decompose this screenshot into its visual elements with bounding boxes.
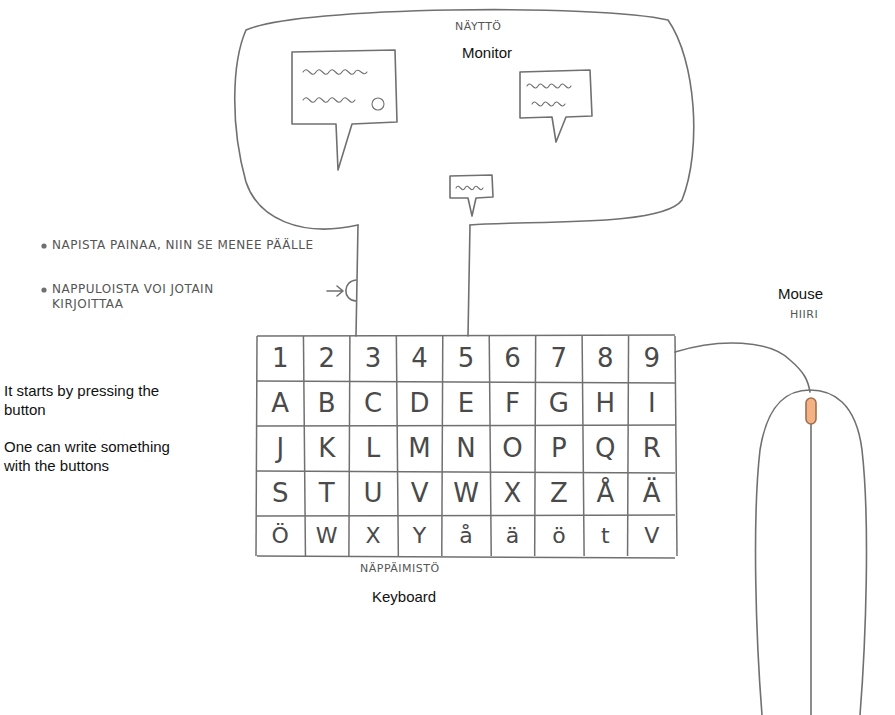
key-label: D [397,383,441,424]
key-label: J [258,428,302,469]
key-label: 7 [537,338,581,379]
key-label: T [304,473,348,514]
bullet [42,288,46,292]
keyboard-line [257,515,675,516]
part-name: NÄPPÄIMISTÖ [360,562,490,576]
translation: Mouse [778,285,858,304]
key-label: Q [583,428,627,469]
keyboard-line [396,336,398,556]
keyboard-grid [256,335,677,558]
scroll-wheel [806,398,816,424]
smiley [372,98,384,110]
keyboard-line [349,336,350,556]
speech-bubble [292,50,397,170]
key-label: W [444,473,488,514]
bullet [42,244,46,248]
key-label: I [630,383,674,424]
scribble [303,70,367,75]
key-label: M [397,428,441,469]
key-label: V [630,518,674,554]
keyboard-line [257,335,675,336]
key-label: å [444,518,488,554]
mouse-cable [675,343,810,392]
keyboard-line [628,336,629,556]
keyboard-line [257,425,675,426]
key-label: 2 [304,338,348,379]
key-label: t [583,518,627,554]
key-label: 9 [630,338,674,379]
scribble [527,84,571,88]
keyboard-line [257,471,675,473]
monitor-stand [468,225,470,336]
part-name: NÄYTTÖ [455,20,535,34]
key-label: X [351,518,395,554]
key-label: S [258,473,302,514]
key-label: 8 [583,338,627,379]
key-label: ö [537,518,581,554]
key-label: C [351,383,395,424]
keyboard-line [489,336,491,556]
key-label: L [351,428,395,469]
keyboard-line [256,336,257,556]
key-label: H [583,383,627,424]
key-label: V [397,473,441,514]
key-label: U [351,473,395,514]
key-label: 4 [397,338,441,379]
keyboard-line [442,336,443,556]
key-label: Z [537,473,581,514]
key-label: 5 [444,338,488,379]
translation: It starts by pressing the button [4,382,179,420]
mouse-line [810,424,812,715]
keyboard-line [257,381,675,383]
key-label: 3 [351,338,395,379]
key-label: O [490,428,534,469]
key-label: A [258,383,302,424]
note: NAPISTA PAINAA, NIIN SE MENEE PÄÄLLE [52,238,314,253]
key-label: E [444,383,488,424]
power-button [346,280,356,301]
keyboard-line [675,336,677,556]
key-label: Ö [258,518,302,554]
keyboard-line [257,556,675,558]
speech-bubble [520,70,592,142]
key-label: 6 [490,338,534,379]
pointer-arrow [327,286,343,296]
key-label: W [304,518,348,554]
key-label: F [490,383,534,424]
key-label: ä [490,518,534,554]
key-label: Ä [630,473,674,514]
key-label: K [304,428,348,469]
key-label: B [304,383,348,424]
key-label: 1 [258,338,302,379]
note: NAPPULOISTA VOI JOTAIN KIRJOITTAA [52,282,284,312]
key-label: G [537,383,581,424]
keyboard-line [582,336,584,556]
mouse-outline [756,390,867,715]
scribble [532,102,565,106]
scribble [303,98,355,103]
translation: Keyboard [372,588,492,607]
speech-bubble [450,175,493,216]
key-label: Å [583,473,627,514]
key-label: N [444,428,488,469]
key-label: Y [397,518,441,554]
scribble [456,186,483,189]
keyboard-line [303,336,305,556]
key-label: X [490,473,534,514]
key-label: P [537,428,581,469]
monitor-outline [235,10,694,229]
translation: One can write something with the buttons [4,438,194,476]
translation: Monitor [462,44,572,63]
keyboard-line [535,336,536,556]
key-label: R [630,428,674,469]
part-name: HIIRI [790,308,850,322]
